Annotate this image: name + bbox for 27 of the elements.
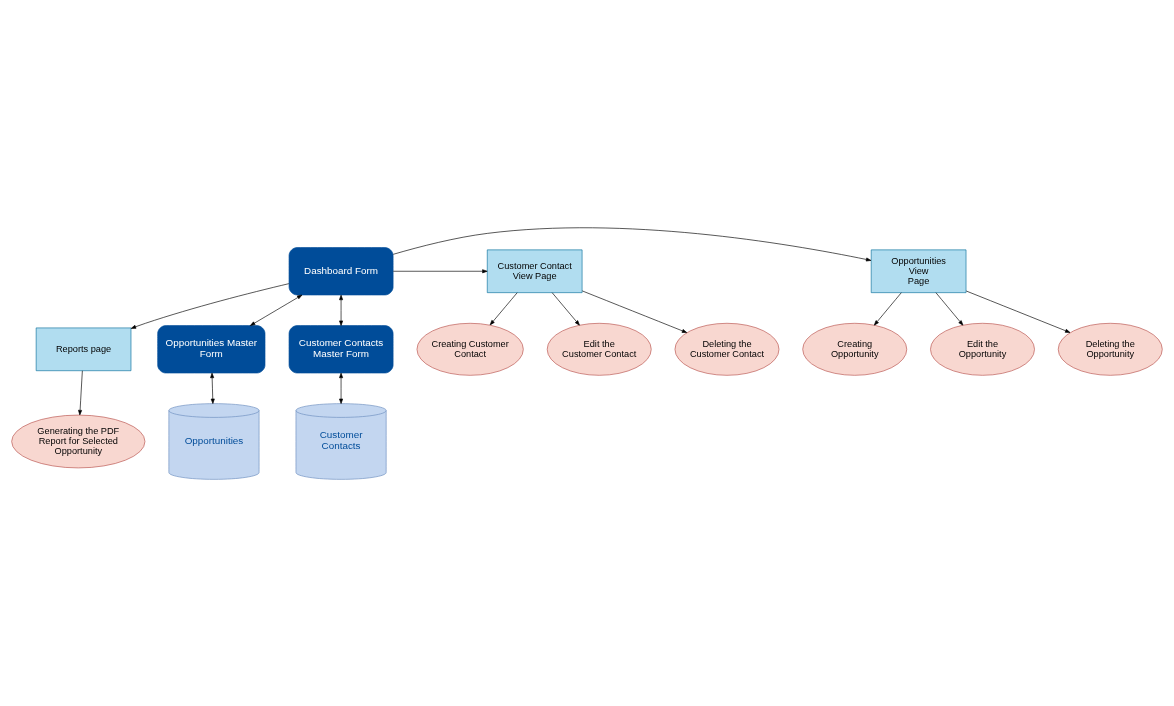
arrow (339, 372, 343, 404)
node-ellipse: Deleting the Opportunity (1057, 322, 1163, 376)
arrow (965, 290, 1071, 333)
arrow (551, 291, 580, 325)
node-box: Opportunities View Page (870, 249, 967, 293)
node-ellipse: Deleting the Customer Contact (674, 322, 780, 376)
arrow (392, 268, 488, 273)
node-ellipse: Generating the PDF Report for Selected Opportunity (11, 414, 146, 468)
node-ellipse: Creating Opportunity (802, 322, 908, 376)
node-ellipse: Creating Customer Contact (416, 322, 524, 376)
arrow (581, 290, 688, 333)
arrow (130, 282, 290, 329)
arrow (78, 370, 83, 415)
node-box: Customer Contact View Page (486, 249, 583, 293)
node-box: Customer Contacts Master Form (288, 324, 394, 373)
arrow (250, 294, 303, 326)
arrow (339, 294, 343, 326)
arrow (489, 291, 518, 325)
node-ellipse: Edit the Customer Contact (546, 322, 652, 376)
arrow (935, 291, 964, 325)
arrow (392, 226, 872, 261)
arrow (210, 372, 215, 404)
node-box: Reports page (35, 327, 132, 371)
node-box: Dashboard Form (288, 246, 394, 295)
arrow (873, 291, 902, 325)
node-box: Opportunities Master Form (157, 324, 266, 373)
node-ellipse: Edit the Opportunity (930, 322, 1035, 376)
